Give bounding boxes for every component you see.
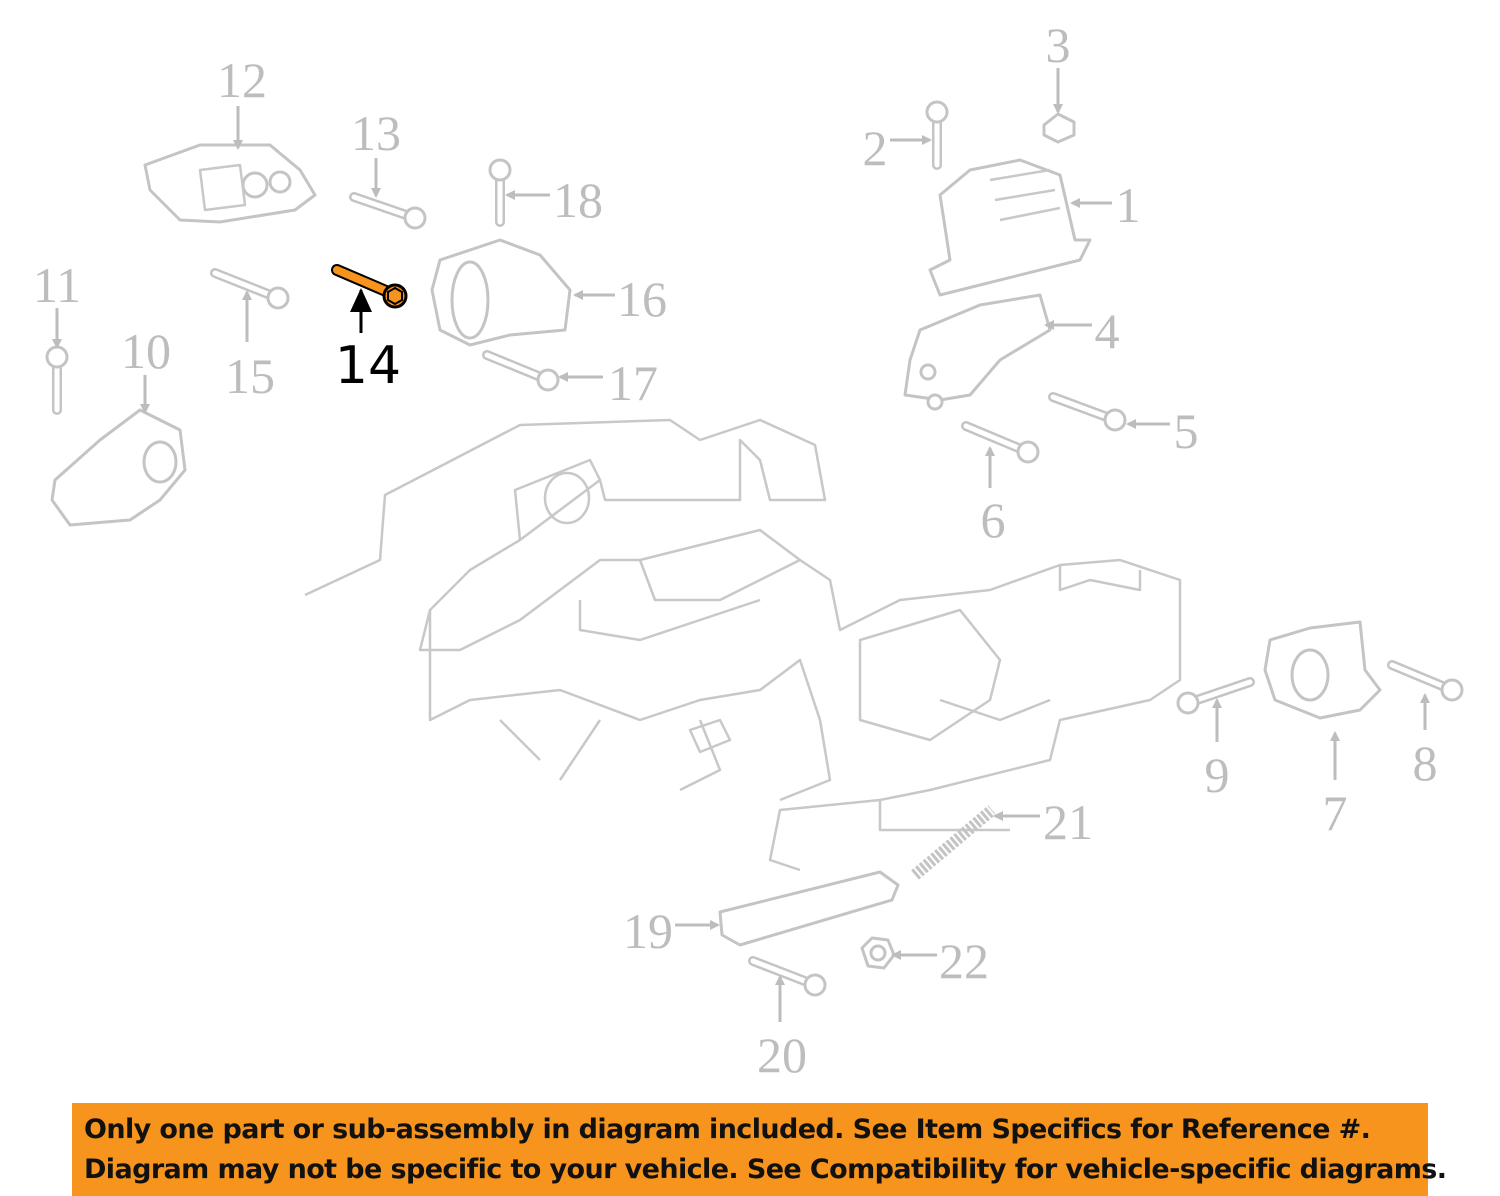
part-5-bolt <box>1048 392 1127 432</box>
callout-14: 14 <box>335 336 401 396</box>
part-1-mount <box>928 158 1092 297</box>
callout-18: 18 <box>553 172 603 228</box>
callout-7: 7 <box>1323 785 1348 841</box>
callout-17: 17 <box>608 355 658 411</box>
engine-cradle-frame <box>304 418 1182 872</box>
disclaimer-banner: Only one part or sub-assembly in diagram… <box>72 1103 1447 1196</box>
part-20-bolt <box>748 956 827 997</box>
callout-labels: 1 2 3 4 5 6 7 8 9 10 11 12 13 14 15 16 1… <box>33 17 1438 1083</box>
callout-10: 10 <box>121 323 171 379</box>
part-10-mount <box>50 408 187 527</box>
part-22-nut <box>860 936 896 970</box>
disclaimer-line-2: Diagram may not be specific to your vehi… <box>84 1154 1447 1185</box>
bolts <box>45 100 1464 997</box>
callout-6: 6 <box>981 492 1006 548</box>
callout-11: 11 <box>33 257 81 313</box>
callout-13: 13 <box>351 105 401 161</box>
part-9-bolt <box>1176 677 1255 715</box>
part-2-bolt <box>925 100 949 170</box>
part-12-mount <box>143 143 317 224</box>
callout-5: 5 <box>1174 403 1199 459</box>
callout-12: 12 <box>217 52 267 108</box>
part-13-bolt <box>349 192 427 230</box>
callout-arrows <box>52 68 1430 1022</box>
part-21-stud <box>911 805 996 880</box>
disclaimer-line-1: Only one part or sub-assembly in diagram… <box>84 1114 1371 1145</box>
callout-1: 1 <box>1116 177 1141 233</box>
part-18-bolt <box>488 158 512 227</box>
part-15-bolt <box>210 268 290 310</box>
callout-20: 20 <box>757 1027 807 1083</box>
part-3-nut <box>1042 112 1076 144</box>
part-7-mount <box>1263 620 1382 720</box>
callout-19: 19 <box>623 903 673 959</box>
part-14-bolt-highlighted <box>331 264 408 309</box>
part-19-brace <box>718 870 900 947</box>
callout-22: 22 <box>939 933 989 989</box>
callout-9: 9 <box>1205 747 1230 803</box>
part-11-bolt <box>45 345 69 415</box>
part-4-mount <box>903 293 1052 411</box>
callout-15: 15 <box>225 348 275 404</box>
part-8-bolt <box>1387 660 1464 702</box>
part-16-bracket <box>430 238 572 347</box>
callout-2: 2 <box>863 120 888 176</box>
callout-21: 21 <box>1043 794 1093 850</box>
callout-16: 16 <box>617 271 667 327</box>
callout-3: 3 <box>1046 17 1071 73</box>
callout-8: 8 <box>1413 735 1438 791</box>
part-17-bolt <box>482 350 560 392</box>
part-6-bolt <box>961 421 1040 464</box>
callout-4: 4 <box>1095 303 1120 359</box>
